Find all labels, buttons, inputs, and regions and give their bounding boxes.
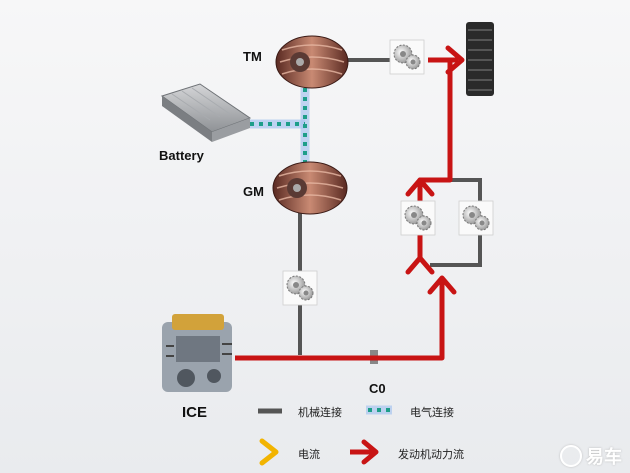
ice-label: ICE — [182, 404, 208, 421]
watermark-logo-icon — [560, 445, 582, 467]
legend-power-flow-label: 发动机动力流 — [398, 449, 464, 461]
gm-label: GM — [243, 184, 264, 199]
electrical-connection — [250, 88, 310, 168]
gear-right-icon — [458, 200, 494, 236]
tm-gear-icon — [389, 39, 425, 75]
legend-mechanical-label: 机械连接 — [298, 407, 342, 419]
c0-label: C0 — [369, 381, 386, 396]
wheel-icon — [466, 22, 494, 96]
watermark: 易车 — [560, 443, 622, 469]
legend-electrical-label: 电气连接 — [410, 407, 454, 419]
engine-icon — [162, 314, 232, 392]
gear-left-icon — [400, 200, 436, 236]
battery-label: Battery — [159, 148, 204, 163]
battery-icon — [160, 83, 252, 142]
tm-motor-icon — [275, 35, 349, 89]
legend-power-flow-icon — [350, 439, 379, 465]
watermark-text: 易车 — [586, 447, 622, 467]
legend-current-icon — [259, 438, 279, 466]
gm-gear-icon — [282, 270, 318, 306]
tm-label: TM — [243, 49, 262, 64]
gm-motor-icon — [272, 161, 348, 215]
legend-current-label: 电流 — [298, 449, 320, 461]
power-arrowheads — [405, 45, 465, 295]
